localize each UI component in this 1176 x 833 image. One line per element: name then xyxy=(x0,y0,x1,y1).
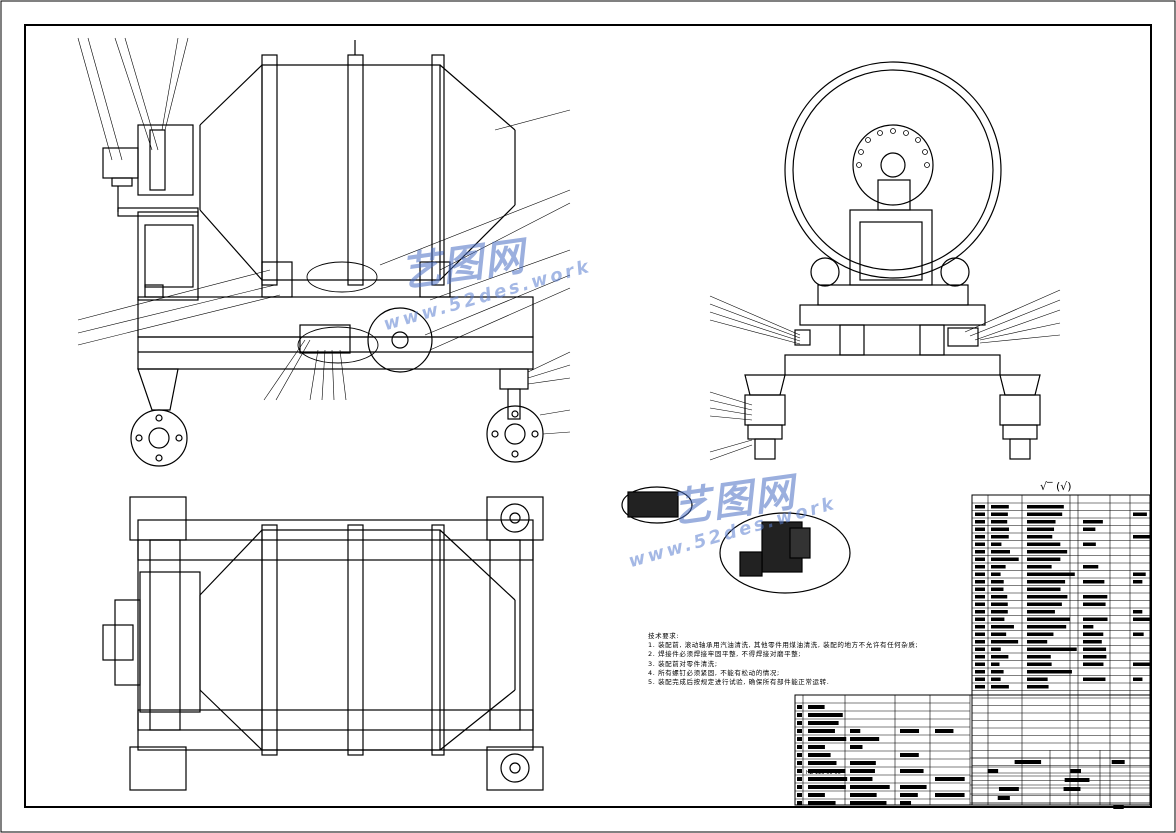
tech-notes-title: 技术要求: xyxy=(648,632,680,640)
top-view xyxy=(102,496,544,791)
title-block-code: HZ-123-00-00 xyxy=(806,770,841,776)
tech-note-2: 2. 焊接件必须焊接牢固平整, 不得焊接对磨平整; xyxy=(648,650,802,659)
tech-note-5: 5. 装配完成后按规定进行试验, 确保所有部件能正常运转. xyxy=(648,678,830,687)
tech-note-1: 1. 装配前, 滚动轴承用汽油清洗, 其他零件用煤油清洗, 装配的地方不允许有任… xyxy=(648,641,919,650)
detail-views xyxy=(621,486,851,594)
inner-border xyxy=(24,24,1152,808)
tech-note-4: 4. 所有螺钉必须紧固, 不能有松动的情况; xyxy=(648,668,780,677)
side-view xyxy=(709,61,1061,461)
front-view xyxy=(77,37,571,467)
parts-list-table xyxy=(971,494,1151,806)
title-block xyxy=(794,694,1151,809)
technical-requirements: 技术要求: 1. 装配前, 滚动轴承用汽油清洗, 其他零件用煤油清洗, 装配的地… xyxy=(648,632,918,687)
roughness-symbol: √‾ (√) xyxy=(1040,480,1072,493)
tech-note-3: 3. 装配前对零件清洗; xyxy=(648,659,718,668)
